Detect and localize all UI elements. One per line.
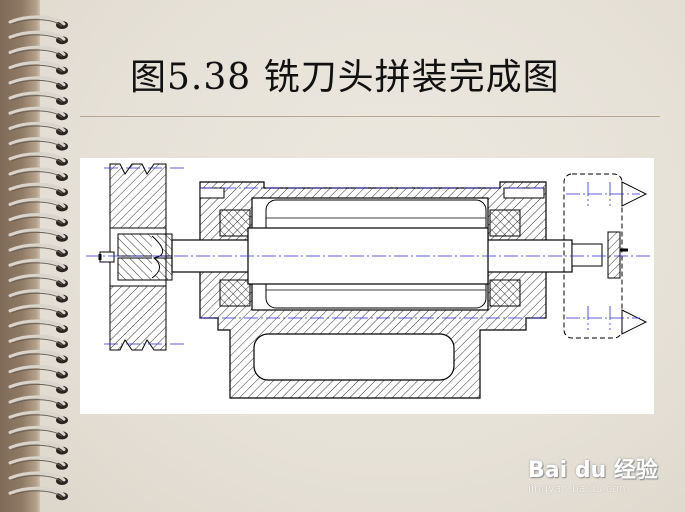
binding-ring	[8, 106, 68, 121]
binding-ring	[8, 349, 68, 364]
binding-ring	[8, 243, 68, 257]
centerlines	[86, 167, 650, 345]
binding-ring	[8, 273, 68, 288]
slide-title: 图5.38 铣刀头拼装完成图	[130, 57, 560, 98]
binding-ring	[8, 121, 68, 136]
binding-ring	[8, 289, 68, 303]
binding-ring	[8, 334, 68, 349]
binding-ring	[8, 91, 68, 105]
binding-ring	[8, 365, 68, 379]
binding-ring	[8, 425, 68, 440]
binding-ring	[8, 30, 68, 45]
binding-ring	[8, 152, 68, 166]
assembly-drawing	[86, 163, 650, 399]
binding-ring	[8, 228, 68, 242]
binding-ring	[8, 15, 68, 29]
binding-ring	[8, 380, 68, 394]
binding-ring	[8, 258, 68, 273]
belt-pulley	[98, 163, 173, 351]
binding-ring	[8, 167, 68, 181]
title-divider	[80, 116, 660, 117]
binding-ring	[8, 304, 68, 318]
binding-ring	[8, 197, 68, 212]
binding-ring	[8, 213, 68, 227]
binding-ring	[8, 76, 68, 90]
binding-ring	[8, 456, 68, 470]
bearings	[199, 187, 545, 307]
binding-ring	[8, 137, 68, 151]
binding-ring	[8, 410, 68, 425]
binding-ring	[8, 395, 68, 409]
spiral-binding	[8, 15, 68, 501]
baidu-watermark: Bai du 经验 jingyan.baidu.com	[528, 452, 678, 508]
binding-ring	[8, 45, 68, 60]
binding-ring	[8, 486, 68, 501]
watermark-url: jingyan.baidu.com	[528, 482, 630, 495]
binding-ring	[8, 471, 68, 485]
watermark-logo: Bai du 经验	[528, 458, 658, 483]
binding-ring	[8, 319, 68, 333]
binding-ring	[8, 182, 68, 197]
binding-ring	[8, 441, 68, 455]
assembly-drawing-panel	[80, 158, 654, 414]
binding-ring	[8, 61, 68, 75]
